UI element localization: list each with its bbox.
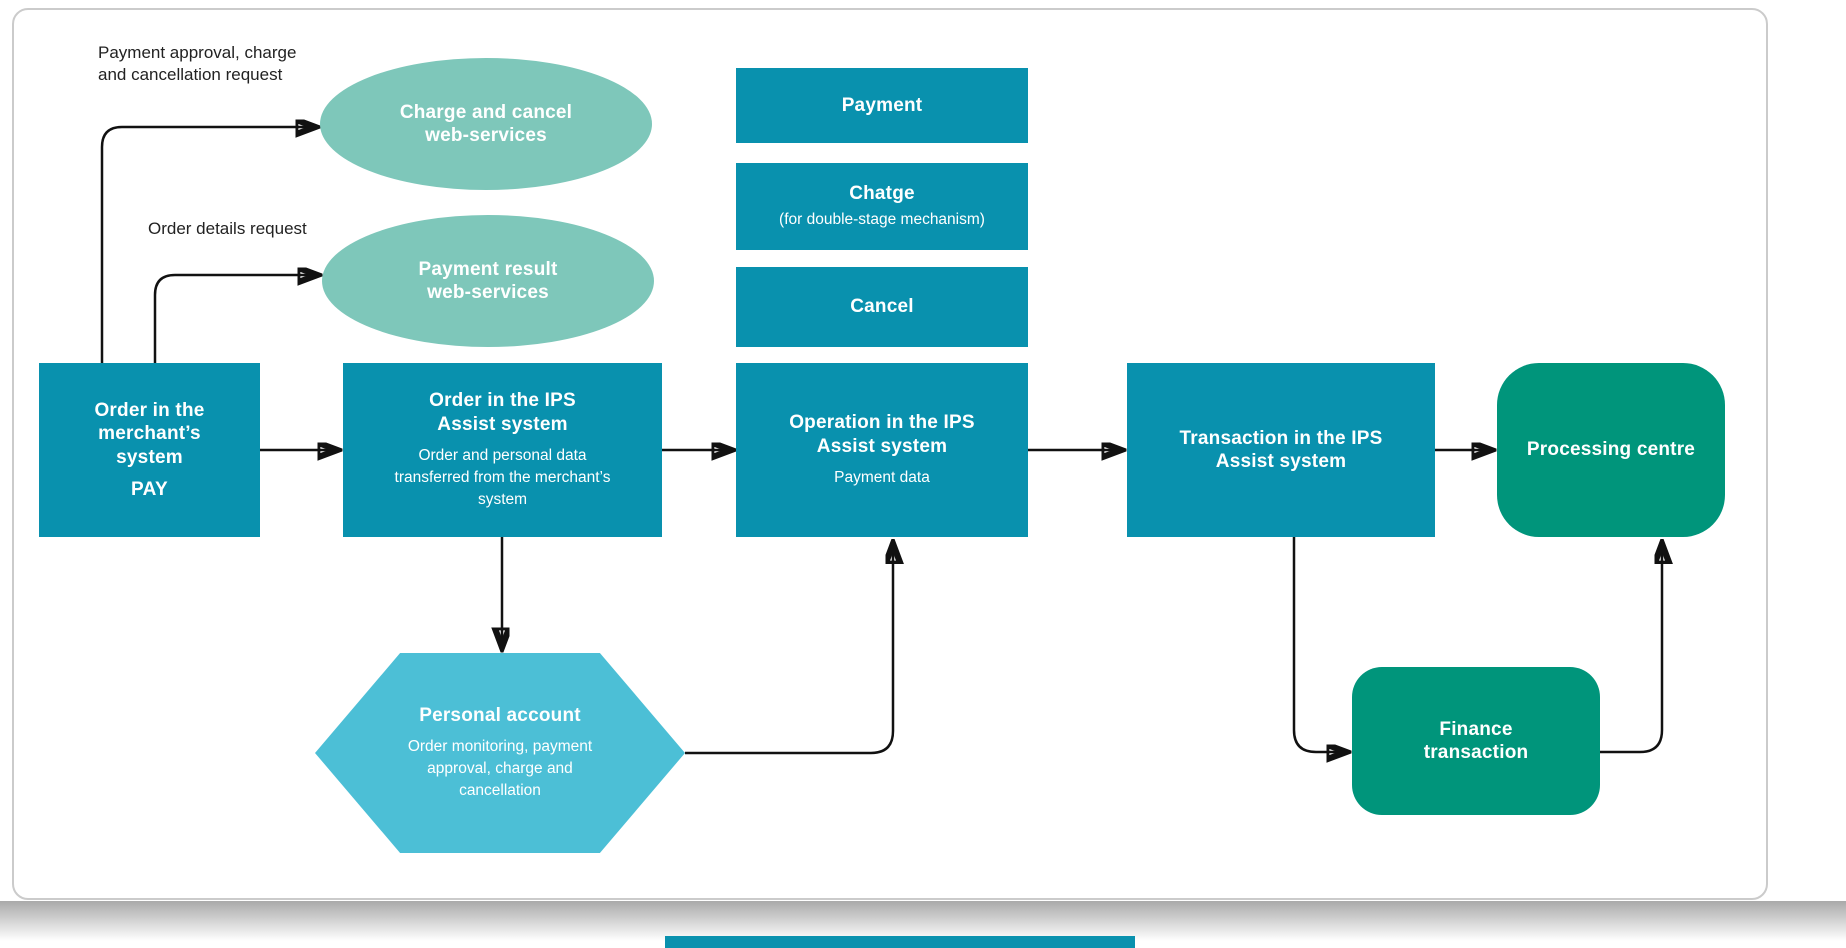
node-operation-ips-assist: Operation in the IPS Assist system Payme…: [736, 363, 1028, 537]
node-payment: Payment: [736, 68, 1028, 143]
node-title: Order in the IPS Assist system: [429, 390, 576, 435]
node-payment-result-webservices: Payment result web-services: [322, 215, 654, 347]
node-title: Processing centre: [1526, 439, 1696, 461]
node-title: Personal account: [419, 704, 581, 726]
node-title: Order in the merchant’s system: [94, 400, 205, 468]
node-transaction-ips-assist: Transaction in the IPS Assist system: [1127, 363, 1435, 537]
node-title: Payment: [841, 94, 923, 116]
node-personal-account: Personal account Order monitoring, payme…: [315, 653, 685, 853]
node-subtitle: Order monitoring, payment approval, char…: [407, 738, 593, 800]
node-subtitle: Order and personal data transferred from…: [394, 446, 611, 508]
node-title: Finance transaction: [1423, 718, 1529, 763]
node-chatge: Chatge (for double-stage mechanism): [736, 163, 1028, 250]
node-processing-centre: Processing centre: [1497, 363, 1725, 537]
node-title: Charge and cancel web-services: [399, 101, 573, 146]
node-subtitle: (for double-stage mechanism): [779, 211, 985, 229]
payment-approval-label: Payment approval, charge and cancellatio…: [98, 43, 297, 85]
node-order-merchant-system: Order in the merchant’s system PAY: [39, 363, 260, 537]
node-charge-cancel-webservices: Charge and cancel web-services: [320, 58, 652, 190]
node-subtitle: Payment data: [834, 468, 930, 486]
node-cancel: Cancel: [736, 267, 1028, 347]
node-title: Operation in the IPS Assist system: [789, 412, 975, 457]
node-order-ips-assist: Order in the IPS Assist system Order and…: [343, 363, 662, 537]
node-title: Chatge: [849, 182, 915, 204]
node-title: Payment result web-services: [418, 258, 558, 303]
bottom-teal-bar: [665, 936, 1135, 948]
node-title: Transaction in the IPS Assist system: [1179, 427, 1383, 472]
node-finance-transaction: Finance transaction: [1352, 667, 1600, 815]
node-subtitle: PAY: [130, 478, 169, 500]
node-title: Cancel: [850, 296, 914, 318]
order-details-label: Order details request: [148, 219, 307, 238]
